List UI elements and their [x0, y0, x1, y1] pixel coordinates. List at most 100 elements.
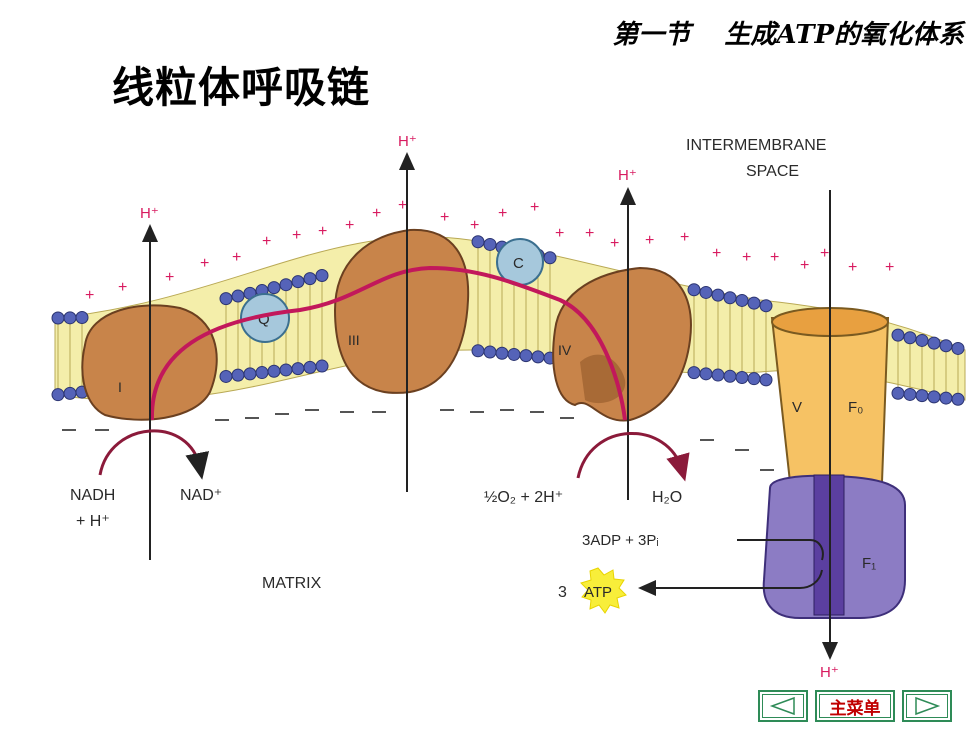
next-button[interactable]	[902, 690, 952, 722]
lipid-head	[927, 390, 941, 404]
complex-i-label: I	[118, 379, 122, 395]
lipid-head	[483, 237, 497, 251]
lipid-head	[219, 292, 233, 306]
lipid-head	[687, 366, 701, 380]
lipid-head	[903, 331, 917, 345]
plus-sign: +	[712, 245, 721, 262]
lipid-head	[735, 370, 749, 384]
positive-charges: +++++++++++++++++++++++++++	[85, 197, 894, 304]
electron-path	[149, 265, 627, 421]
lipid-head	[291, 362, 305, 376]
lipid-head	[303, 272, 317, 286]
main-menu-button[interactable]: 主菜单	[815, 690, 895, 722]
prev-button[interactable]	[758, 690, 808, 722]
lipid-head	[267, 281, 281, 295]
lipid-head	[507, 347, 521, 361]
plus-sign: +	[645, 232, 654, 249]
section-number: 第一节	[612, 20, 691, 50]
plus-sign: +	[372, 205, 381, 222]
proton-label-1: H⁺	[140, 205, 159, 222]
complex-v-label: V	[792, 399, 802, 416]
oxygen-reaction-arrow	[576, 432, 690, 482]
plus-sign: +	[470, 217, 479, 234]
plus-sign: +	[680, 229, 689, 246]
plus-sign: +	[800, 257, 809, 274]
f0-label: F₀	[848, 399, 863, 416]
water-label: H₂O	[652, 489, 682, 506]
lipid-head	[267, 364, 281, 378]
lipid-head	[63, 386, 77, 400]
proton-label-3: H⁺	[398, 133, 417, 150]
intermembrane-label-line1: INTERMEMBRANE	[686, 137, 826, 154]
complex-iii-label: III	[348, 332, 360, 348]
matrix-label: MATRIX	[262, 575, 322, 592]
nad-label: NAD⁺	[180, 487, 222, 504]
lipid-head	[687, 283, 701, 297]
adp-feed-line	[737, 539, 824, 561]
proton-label-4: H⁺	[618, 167, 637, 184]
section-topic: 生成ATP的氧化体系	[724, 20, 964, 50]
complex-iii	[333, 228, 470, 394]
plus-sign: +	[498, 205, 507, 222]
lipid-head	[711, 288, 725, 302]
lipid-head	[279, 363, 293, 377]
lipid-head	[711, 368, 725, 382]
lipid-head	[51, 311, 65, 325]
nadh-label-line2: + H⁺	[76, 513, 110, 530]
lipid-head	[75, 310, 89, 324]
lipid-head	[231, 368, 245, 382]
plus-sign: +	[742, 249, 751, 266]
proton-label-5: H⁺	[820, 664, 839, 681]
lipid-head	[723, 369, 737, 383]
plus-sign: +	[885, 259, 894, 276]
atp-label: ATP	[584, 584, 612, 601]
lipid-head	[747, 372, 761, 386]
lipid-head	[291, 275, 305, 289]
nadh-reaction-arrow	[98, 429, 209, 480]
lipid-head	[51, 388, 65, 402]
plus-sign: +	[440, 209, 449, 226]
plus-sign: +	[585, 225, 594, 242]
lipid-head	[747, 296, 761, 310]
lipid-head	[303, 360, 317, 374]
plus-sign: +	[118, 279, 127, 296]
lipid-head	[471, 235, 485, 249]
page-title: 线粒体呼吸链	[112, 63, 371, 112]
lipid-head	[939, 391, 953, 405]
ubiquinone-label: Q	[258, 311, 270, 328]
lipid-head	[219, 369, 233, 383]
lipid-head	[759, 299, 773, 313]
section-header: 第一节 生成ATP的氧化体系	[612, 14, 964, 51]
plus-sign: +	[555, 225, 564, 242]
lipid-head	[951, 341, 965, 355]
lipid-head	[471, 344, 485, 358]
adp-label: 3ADP + 3Pᵢ	[582, 532, 659, 549]
lipid-head	[543, 251, 557, 265]
plus-sign: +	[165, 269, 174, 286]
lipid-head	[315, 268, 329, 282]
plus-sign: +	[318, 223, 327, 240]
plus-sign: +	[530, 199, 539, 216]
plus-sign: +	[820, 245, 829, 262]
lipid-head	[891, 328, 905, 342]
lipid-head	[243, 367, 257, 381]
plus-sign: +	[610, 235, 619, 252]
intermembrane-label-line2: SPACE	[746, 163, 799, 180]
lipid-head	[495, 346, 509, 360]
lipid-head	[903, 387, 917, 401]
lipid-head	[315, 359, 329, 373]
lipid-head	[915, 333, 929, 347]
lipid-head	[951, 392, 965, 406]
lipid-head	[891, 386, 905, 400]
lipid-head	[231, 289, 245, 303]
ubiquinone-q	[240, 293, 290, 343]
plus-sign: +	[232, 249, 241, 266]
plus-sign: +	[398, 197, 407, 214]
lipid-head	[699, 285, 713, 299]
complex-iv-label: IV	[558, 342, 572, 358]
lipid-heads-bottom	[51, 344, 965, 406]
negative-charges	[62, 409, 774, 471]
lipid-head	[531, 350, 545, 364]
triangle-left-icon	[769, 696, 795, 716]
